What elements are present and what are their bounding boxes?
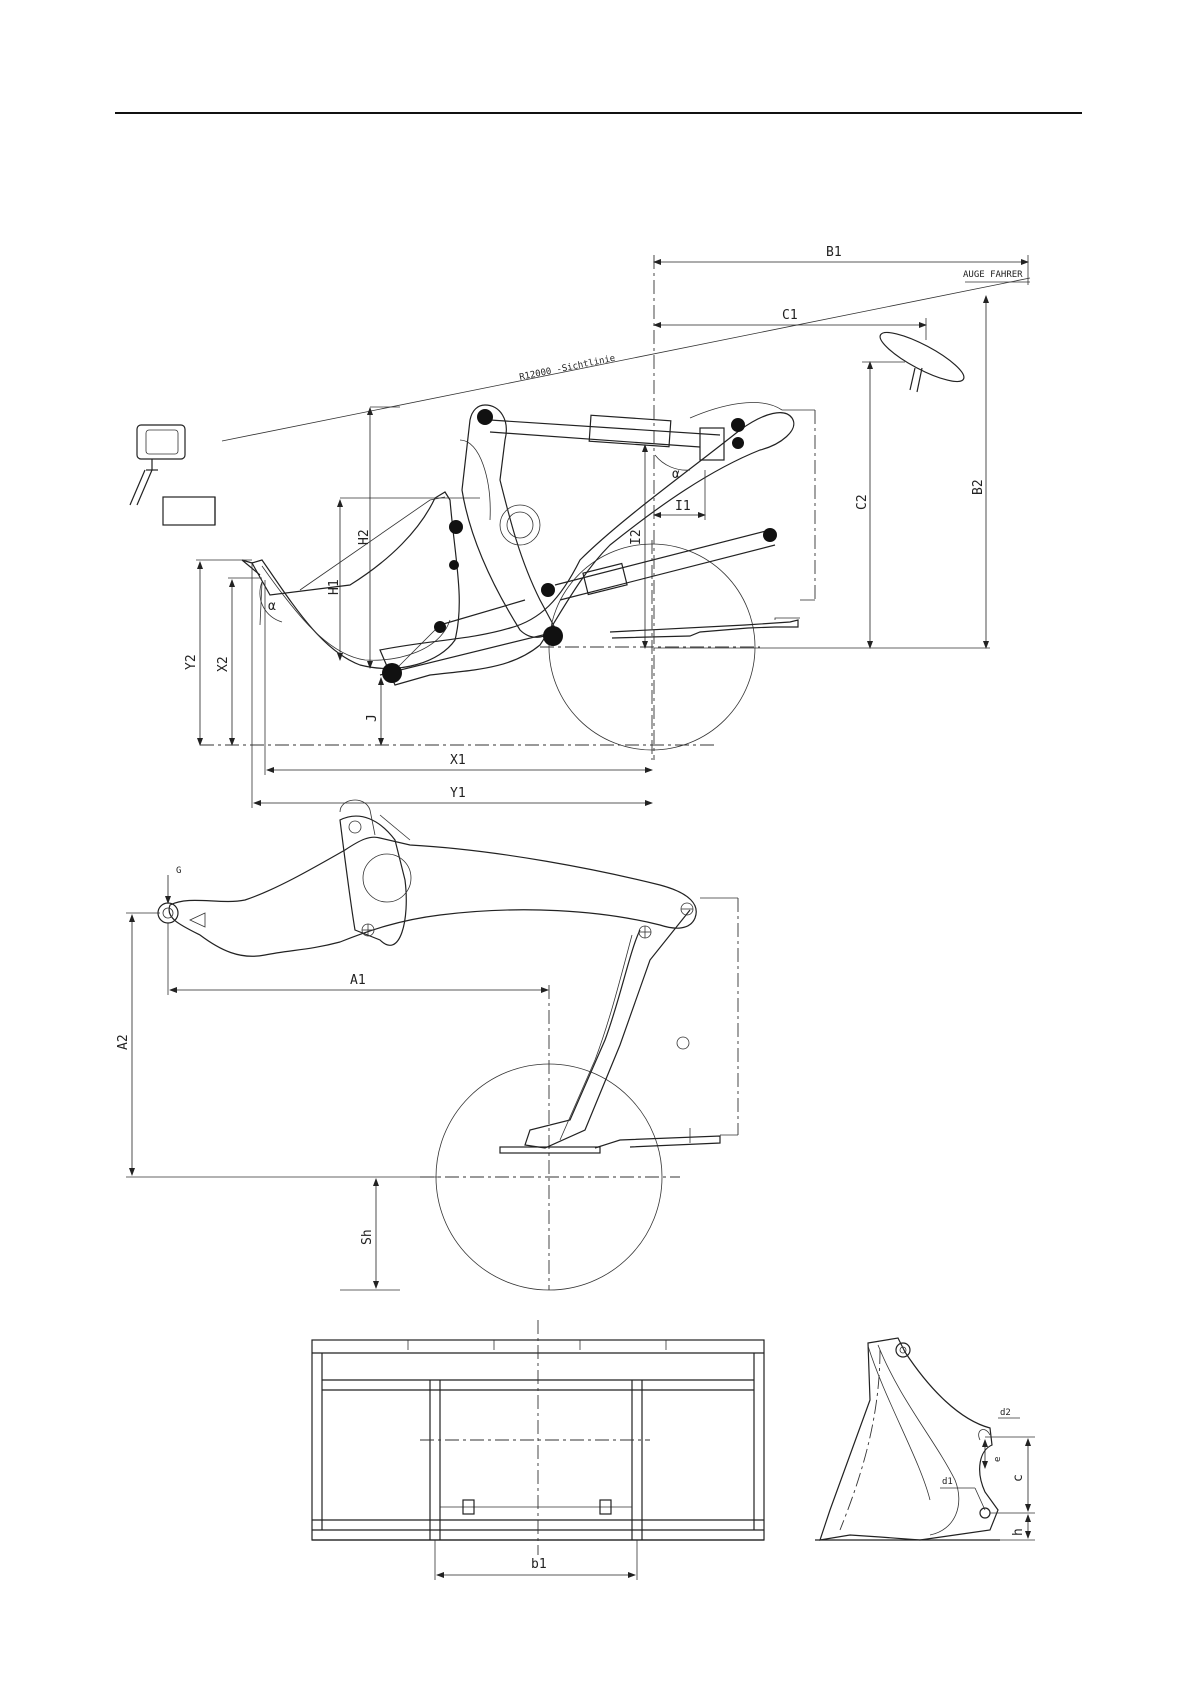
lift-cylinder-lower: [555, 530, 775, 600]
dim-H1: H1: [327, 579, 342, 595]
dim-X2: X2: [216, 656, 231, 672]
dim-C2: C2: [855, 494, 870, 510]
dim-b1: b1: [531, 1557, 547, 1572]
side-view-loader: R12000 -Sichtlinie: [130, 245, 1030, 808]
attachment-plate: [163, 497, 215, 525]
dim-J: J: [365, 714, 380, 722]
dim-A2: A2: [116, 1034, 131, 1050]
dim-A1: A1: [350, 973, 366, 988]
boom-pin-left: [158, 903, 178, 923]
dim-e: e: [993, 1457, 1003, 1462]
steering-wheel-icon: [875, 324, 969, 392]
bucket-side: [242, 492, 459, 668]
dim-Y1: Y1: [450, 786, 466, 801]
dim-C1: C1: [782, 308, 798, 323]
bucket-front-view: b1: [312, 1320, 764, 1580]
side-view-lift-arm: G A1 A2 Sh: [116, 800, 738, 1290]
dim-h: h: [1011, 1528, 1026, 1536]
boom-arm-view2: [169, 837, 696, 956]
dim-B2: B2: [971, 479, 986, 495]
dim-I1: I1: [675, 499, 691, 514]
angle-alpha: α: [268, 599, 276, 614]
frame-column-view2: [525, 910, 690, 1148]
sight-line-label: R12000 -Sichtlinie: [519, 354, 617, 383]
work-light-icon: [130, 425, 185, 505]
tilt-cylinder-upper: [490, 415, 724, 460]
dim-X1: X1: [450, 753, 466, 768]
dim-Y2: Y2: [184, 654, 199, 670]
sight-line: [222, 278, 1030, 441]
dim-B1: B1: [826, 245, 842, 260]
driver-eye-label: AUGE FAHRER: [963, 270, 1023, 280]
dim-d1: d1: [942, 1477, 953, 1487]
bucket-section-view: d2 d1 e c h: [815, 1338, 1035, 1540]
dim-G: G: [176, 866, 181, 876]
dim-c: c: [1011, 1474, 1026, 1482]
dim-Sh: Sh: [360, 1229, 375, 1245]
dim-d2: d2: [1000, 1408, 1011, 1418]
pivot-pins: [382, 409, 777, 683]
lift-arm: [380, 402, 794, 685]
dim-I2: I2: [629, 529, 644, 545]
